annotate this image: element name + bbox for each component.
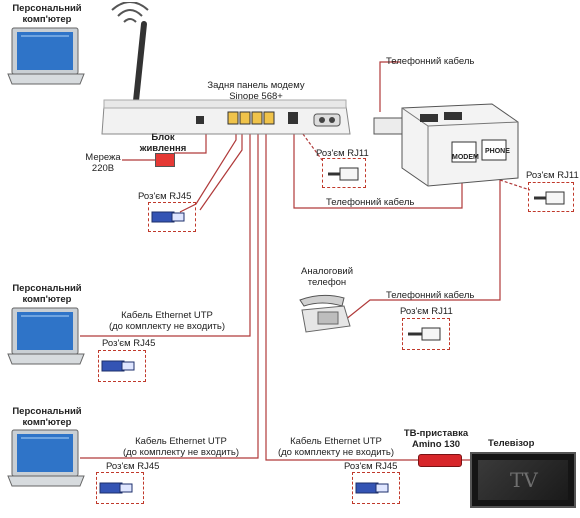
modem-label: Задня панель модему Sinope 568+ [196,80,316,102]
cable-tv-line2: (до комплекту не входить) [277,447,395,458]
rj45-tv-label: Роз'єм RJ45 [344,461,398,472]
splitter-port-phone-label: PHONE [485,148,510,155]
pc-top-label-line2: комп'ютер [22,14,72,25]
rj45-top-box [148,202,196,232]
splitter-port-modem-label: MODEM [452,154,479,161]
rj45-top-label: Роз'єм RJ45 [138,191,192,202]
power-block-line2: живлення [139,143,187,154]
pc-bottom-label: Персональний комп'ютер [2,406,92,428]
pc-mid-label: Персональний комп'ютер [2,283,92,305]
phone-cable-phone [344,168,501,321]
power-block-label: Блок живлення [128,132,198,154]
modem-label-line1: Задня панель модему [207,80,305,91]
splitter-icon [373,103,519,187]
rj45-tv-plug-icon [355,482,389,494]
analog-phone-line1: Аналоговий [301,266,353,277]
modem-icon [101,2,351,135]
telephone-icon [299,294,351,333]
laptop-bottom-icon [7,429,85,487]
pc-mid-label-line1: Персональний [12,283,82,294]
rj45-bottom-label: Роз'єм RJ45 [106,461,160,472]
ethernet-cable-bottom [80,124,259,459]
rj45-top-plug-icon [151,211,185,223]
phone-cable-modem [293,124,463,209]
pc-top-label: Персональний комп'ютер [2,3,92,25]
rj11-phone-plug-icon [408,327,441,341]
phone-cable-bottom-label: Телефонний кабель [386,290,475,301]
mains-label: Мережа 220В [78,152,128,174]
cable-tv-label: Кабель Ethernet UTP (до комплекту не вхо… [266,436,406,458]
rj45-mid-plug-icon [101,360,135,372]
mains-line2: 220В [91,163,115,174]
rj11-splitter-right-label: Роз'єм RJ11 [526,170,579,181]
rj45-bottom-box [96,472,144,504]
rj11-splitter-left-label: Роз'єм RJ11 [316,148,369,159]
tv-screen-text: TV [510,468,538,492]
phone-cable-line [379,61,400,112]
ethernet-cable-mid [80,124,251,337]
analog-phone-label: Аналоговий телефон [292,266,362,288]
rj11-right-plug-icon [534,191,565,205]
laptop-mid-icon [7,307,85,365]
rj11-phone-box [402,318,450,350]
tv-label: Телевізор [488,438,535,449]
pc-mid-label-line2: комп'ютер [22,294,72,305]
ethernet-cable-tv [265,124,418,461]
cable-bottom-line2: (до комплекту не входить) [122,447,240,458]
pc-top-label-line1: Персональний [12,3,82,14]
power-adapter-icon [155,153,175,167]
cable-mid-line2: (до комплекту не входить) [108,321,226,332]
tv-screen [478,460,568,500]
modem-label-line2: Sinope 568+ [229,91,283,102]
stb-label-line2: Amino 130 [411,439,461,450]
phone-cable-top-label: Телефонний кабель [386,56,475,67]
rj11-splitter-right-box [528,182,574,212]
cable-tv-line1: Кабель Ethernet UTP [290,436,382,447]
cable-mid-line1: Кабель Ethernet UTP [121,310,213,321]
rj11-phone-label: Роз'єм RJ11 [400,306,453,317]
tv-icon: TV [470,452,576,508]
pc-bottom-label-line2: комп'ютер [22,417,72,428]
analog-phone-line2: телефон [307,277,347,288]
pc-bottom-label-line1: Персональний [12,406,82,417]
rj45-mid-label: Роз'єм RJ45 [102,338,156,349]
rj45-mid-box [98,350,146,382]
rj45-tv-box [352,472,400,504]
cable-bottom-line1: Кабель Ethernet UTP [135,436,227,447]
power-cable [174,126,207,154]
phone-cable-mid-label: Телефонний кабель [326,197,415,208]
rj45-bottom-plug-icon [99,482,133,494]
stb-device-icon [418,454,462,467]
stb-label: ТВ-приставка Amino 130 [396,428,476,450]
power-block-line1: Блок [151,132,175,143]
rj11-left-plug-icon [328,167,359,181]
cable-mid-label: Кабель Ethernet UTP (до комплекту не вхо… [92,310,242,332]
cable-bottom-label: Кабель Ethernet UTP (до комплекту не вхо… [106,436,256,458]
laptop-top-icon [7,27,85,85]
mains-line1: Мережа [85,152,121,163]
rj11-splitter-left-box [322,158,366,188]
stb-label-line1: ТВ-приставка [403,428,469,439]
